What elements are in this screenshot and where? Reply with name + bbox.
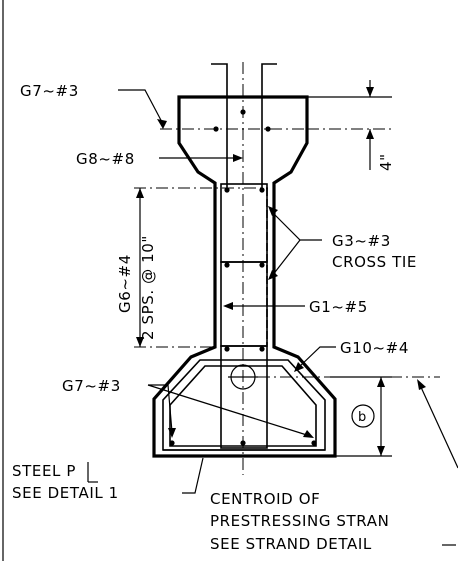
label-g6: G6~#4	[116, 254, 134, 313]
web-cross-tie-upper	[220, 183, 268, 263]
g6-arrow-down	[136, 337, 144, 347]
leader-g7-top	[118, 89, 164, 125]
label-b-marker: b	[358, 410, 366, 425]
leader-g3-arrow-b	[268, 270, 278, 280]
dim-b-arrow-down	[377, 446, 385, 456]
leader-g7-bottom-b	[148, 384, 173, 433]
arrow-up	[366, 129, 374, 139]
label-cross-tie: CROSS TIE	[332, 253, 417, 271]
strand-dots	[169, 109, 317, 446]
leader-g3-b	[271, 239, 301, 277]
label-g6-spacing: 2 SPS. @ 10"	[139, 235, 157, 340]
leader-g7-bottom-arrow-b	[168, 428, 176, 438]
label-g7-bottom: G7~#3	[62, 377, 121, 395]
label-centroid-1: CENTROID OF	[210, 490, 320, 508]
leader-g1-arrow	[223, 302, 233, 310]
leader-steel-plate	[182, 457, 204, 494]
label-centroid-3: SEE STRAND DETAIL	[210, 535, 372, 553]
label-g3: G3~#3	[332, 232, 391, 250]
leader-g10-arrow	[294, 362, 304, 372]
label-steel-plate-1: STEEL P	[12, 462, 76, 480]
label-g1: G1~#5	[309, 298, 368, 316]
leader-centroid	[419, 384, 458, 469]
bottom-stirrup-box	[220, 345, 268, 449]
web-cross-tie-lower	[220, 261, 268, 347]
leader-g3-a	[269, 209, 322, 241]
label-steel-plate-2: SEE DETAIL 1	[12, 484, 119, 502]
rebar-top-right-projection	[261, 63, 277, 97]
girder-outline	[152, 95, 337, 458]
leader-g7-bottom-a	[147, 384, 311, 437]
leader-g7-top-arrow	[157, 119, 167, 129]
label-g10: G10~#4	[340, 339, 409, 357]
plate-centerline-symbol	[87, 462, 98, 483]
leader-centroid-arrow	[417, 379, 426, 390]
g6-arrow-up	[136, 188, 144, 198]
leader-g8-arrow	[233, 154, 243, 162]
label-dim-4in: 4"	[377, 153, 395, 171]
leader-g10	[297, 346, 336, 369]
dim-b-arrow-up	[377, 377, 385, 387]
label-centroid-2: PRESTRESSING STRAN	[210, 512, 389, 530]
leader-g3-arrow-a	[268, 206, 278, 216]
bottom-flange-outer-bar	[162, 359, 326, 451]
b-marker-circle	[351, 404, 375, 428]
rebar-top-left-projection	[211, 63, 228, 97]
arrow-down	[366, 87, 374, 97]
leader-g7-bottom-arrow-a	[303, 430, 314, 438]
label-g7-top: G7~#3	[20, 82, 79, 100]
label-g8: G8~#8	[76, 150, 135, 168]
